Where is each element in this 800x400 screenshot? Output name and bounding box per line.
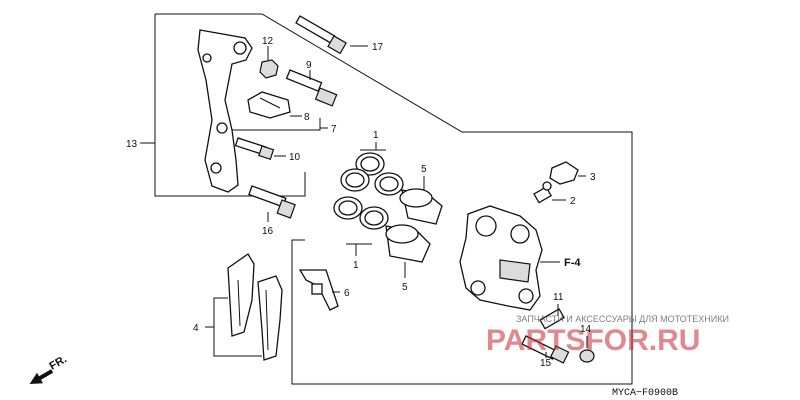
bolt-16 [248, 185, 296, 219]
callout-1-bottom: 1 [353, 260, 359, 271]
brake-pads [227, 253, 283, 361]
callout-15: 15 [540, 358, 552, 369]
callout-17: 17 [372, 42, 384, 53]
callout-5-bottom: 5 [402, 282, 408, 293]
direction-arrow-icon [29, 369, 54, 384]
callout-9: 9 [306, 60, 312, 71]
callout-5-top: 5 [421, 164, 427, 175]
callout-1-top: 1 [373, 130, 379, 141]
callout-7: 7 [331, 124, 337, 135]
callout-8: 8 [304, 112, 310, 123]
callout-13: 13 [126, 139, 138, 150]
callout-3: 3 [590, 172, 596, 183]
nut-12 [259, 59, 279, 79]
boot-8 [247, 91, 291, 119]
bolt-15 [521, 335, 570, 364]
watermark-brand: PARTSFOR.RU [486, 324, 700, 357]
callout-11: 11 [553, 292, 564, 303]
callout-10: 10 [289, 152, 301, 163]
reference-label: F-4 [564, 257, 581, 269]
bleeder-valve [533, 181, 553, 204]
pad-spring [298, 269, 339, 311]
bleeder-cap [549, 161, 579, 185]
callout-14: 14 [580, 324, 592, 335]
catalog-code: MYCA−F0900B [612, 388, 678, 399]
assembly-outline [140, 13, 633, 385]
callout-2: 2 [570, 196, 576, 207]
piston-seals [333, 152, 404, 230]
caliper-body [459, 205, 543, 311]
bolt-10 [234, 137, 275, 160]
direction-label: FR. [48, 353, 69, 372]
callout-6: 6 [344, 288, 350, 299]
callout-16: 16 [262, 226, 274, 237]
callout-12: 12 [262, 36, 274, 47]
bolt-17 [295, 15, 347, 55]
pin-9 [285, 69, 338, 107]
callout-labels: 17 12 9 8 7 13 10 16 1 1 5 5 3 2 6 4 11 … [126, 36, 596, 369]
watermark-tagline: ЗАПЧАСТИ И АКСЕССУАРЫ ДЛЯ МОТОТЕХНИКИ [516, 314, 729, 324]
caliper-bracket [197, 29, 253, 193]
callout-4: 4 [193, 323, 199, 334]
pistons [385, 188, 443, 263]
plug-14 [579, 349, 595, 363]
